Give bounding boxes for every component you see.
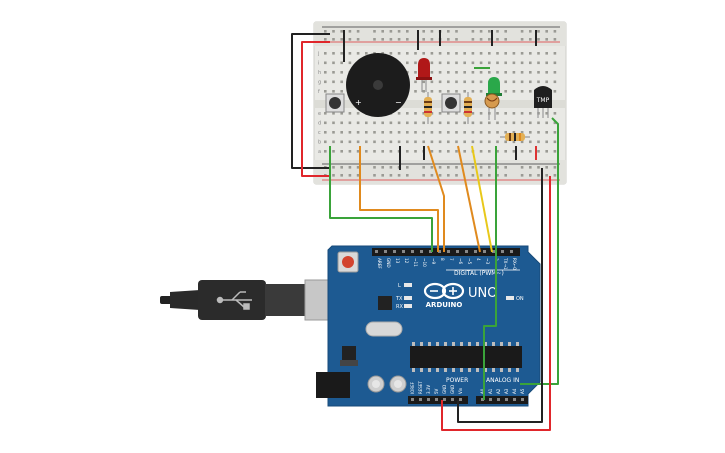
analog-pin-label: A4 xyxy=(512,388,517,394)
digital-pin-label: ~10 xyxy=(422,258,427,267)
row-letter: c xyxy=(318,130,321,136)
digital-label: DIGITAL (PWM~) xyxy=(454,270,504,277)
usb-cable xyxy=(160,279,350,321)
digital-pin-label: ~9 xyxy=(431,258,436,265)
pushbutton-1[interactable] xyxy=(325,93,345,113)
atmega-chip xyxy=(410,346,522,368)
on-led xyxy=(506,296,514,300)
wire-red-5v xyxy=(441,176,551,431)
arduino-board: ARDUINO UNO DIGITAL (PWM~) POWER ANALOG … xyxy=(316,245,541,407)
digital-pin-label: 12 xyxy=(404,258,409,264)
wire-yellow xyxy=(471,145,493,253)
wire-black-left xyxy=(291,33,330,169)
digital-pin-label: ~11 xyxy=(413,258,418,267)
digital-pin-label: TX→1 xyxy=(503,257,508,270)
on-label: ON xyxy=(516,296,524,302)
l-led xyxy=(404,283,412,287)
analog-header xyxy=(476,396,528,404)
analog-pin-label: A1 xyxy=(488,388,493,394)
analog-pin-label: A0 xyxy=(480,388,485,394)
buzzer-plus-label: + xyxy=(355,98,362,107)
temperature-sensor: TMP xyxy=(534,86,552,118)
wires xyxy=(291,30,559,431)
wire-orange-1 xyxy=(359,146,439,252)
model-text: UNO xyxy=(468,286,497,301)
digital-pin-label: ~5 xyxy=(467,258,472,265)
power-pin-label: 5V xyxy=(434,388,439,394)
digital-pin-label: ~3 xyxy=(485,258,490,265)
power-label: POWER xyxy=(446,377,468,384)
analog-pin-label: A2 xyxy=(496,388,501,394)
digital-pin-label: RX←0 xyxy=(512,258,517,270)
digital-header xyxy=(372,248,520,256)
crystal-oscillator xyxy=(365,321,403,337)
usb-icon xyxy=(216,291,252,310)
digital-pin-label: 8 xyxy=(440,258,445,261)
row-letter: f xyxy=(318,89,320,95)
tmp-label: TMP xyxy=(536,97,550,104)
power-jack xyxy=(316,372,350,398)
digital-pin-label: AREF xyxy=(377,258,382,269)
row-letter: i xyxy=(318,61,319,67)
digital-pin-label: 4 xyxy=(476,258,481,261)
row-letter: a xyxy=(318,149,321,155)
wire-orange-3 xyxy=(457,145,481,253)
analog-pin-label: A5 xyxy=(520,388,525,394)
l-label: L xyxy=(398,283,401,289)
digital-pin-label: ~6 xyxy=(458,258,463,265)
analog-pin-label: A3 xyxy=(504,388,509,394)
digital-pin-label: 7 xyxy=(449,258,454,261)
wire-green-analog xyxy=(520,117,559,385)
piezo-buzzer: + − xyxy=(346,53,410,117)
arduino-logo xyxy=(423,282,465,300)
power-pin-label: 3.3V xyxy=(426,385,431,394)
digital-pin-label: GND xyxy=(386,258,391,268)
rx-label: RX xyxy=(396,304,403,310)
power-pin-label: IOREF xyxy=(410,381,415,394)
wire-red-left xyxy=(301,41,330,177)
resistor-1 xyxy=(424,92,432,124)
power-pin-label: Vin xyxy=(458,387,463,394)
row-letter: h xyxy=(318,70,321,76)
row-letter: d xyxy=(318,121,321,127)
digital-pin-label: 13 xyxy=(395,258,400,264)
row-letter: g xyxy=(318,80,321,86)
pushbutton-2[interactable] xyxy=(441,93,461,113)
row-letter: e xyxy=(318,111,321,117)
wire-green-pin2 xyxy=(329,146,433,252)
photoresistor xyxy=(484,93,500,120)
analog-label: ANALOG IN xyxy=(486,377,519,384)
row-letter: j xyxy=(317,51,319,57)
power-pin-label: RESET xyxy=(418,381,423,394)
tx-label: TX xyxy=(395,296,403,302)
power-pin-label: GND xyxy=(442,385,447,394)
buzzer-minus-label: − xyxy=(395,98,402,107)
row-letter: b xyxy=(318,140,321,146)
red-led xyxy=(416,58,432,92)
resistor-2 xyxy=(464,92,472,124)
rx-led xyxy=(404,304,412,308)
wire-orange-2 xyxy=(427,145,445,252)
wire-black-gnd xyxy=(457,168,543,423)
resistor-3 xyxy=(500,133,530,141)
tx-led xyxy=(404,296,412,300)
wire-green-mid xyxy=(483,252,497,400)
logo-text: ARDUINO xyxy=(426,301,463,309)
power-pin-label: GND xyxy=(450,385,455,394)
